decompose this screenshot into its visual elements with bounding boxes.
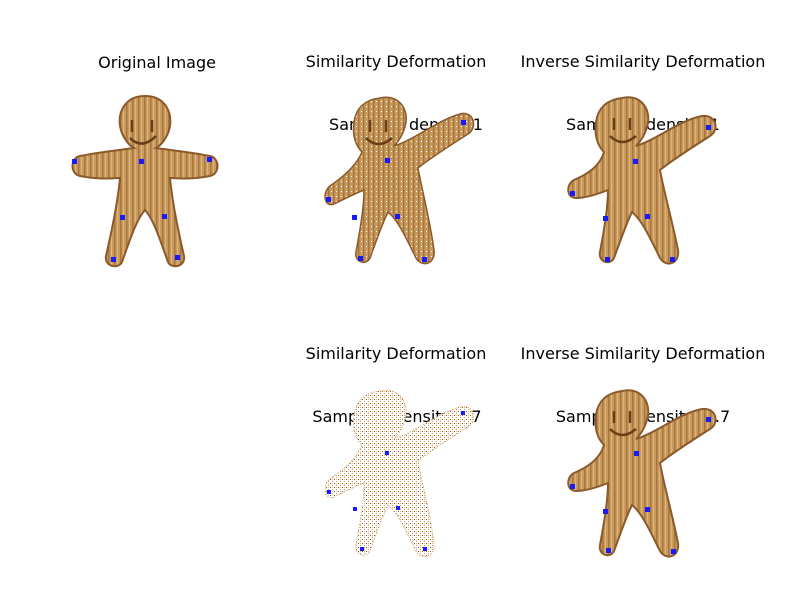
control-points <box>326 120 466 262</box>
title-line-1: Inverse Similarity Deformation <box>520 52 766 71</box>
gingerbread-figure <box>324 389 474 557</box>
title-line-1: Similarity Deformation <box>305 52 487 71</box>
control-point <box>606 548 611 553</box>
control-point <box>353 507 357 511</box>
control-point <box>671 549 676 554</box>
control-point <box>352 215 357 220</box>
title-line: Original Image <box>98 53 216 72</box>
control-point <box>461 120 466 125</box>
control-point <box>706 417 711 422</box>
control-point <box>633 159 638 164</box>
inverse-similarity-deformation-density-1 <box>560 90 725 275</box>
inverse-similarity-deformation-density-07 <box>560 383 725 568</box>
control-point <box>634 451 639 456</box>
control-point <box>120 215 125 220</box>
control-point <box>570 191 575 196</box>
control-point <box>162 214 167 219</box>
control-point <box>175 255 180 260</box>
control-point <box>645 507 650 512</box>
control-points <box>570 125 711 262</box>
control-point <box>423 547 427 551</box>
control-point <box>327 490 331 494</box>
control-point <box>603 509 608 514</box>
control-point <box>422 257 427 262</box>
control-point <box>645 214 650 219</box>
control-point <box>326 197 331 202</box>
control-point <box>396 506 400 510</box>
gingerbread-figure <box>71 94 219 268</box>
control-points <box>72 157 212 262</box>
control-points <box>327 411 465 551</box>
control-point <box>605 257 610 262</box>
control-point <box>139 159 144 164</box>
title-line-1: Similarity Deformation <box>305 344 487 363</box>
control-point <box>358 256 363 261</box>
gingerbread-figure <box>567 96 717 265</box>
control-point <box>385 451 389 455</box>
similarity-deformation-density-07 <box>318 383 483 568</box>
control-point <box>207 157 212 162</box>
control-point <box>706 125 711 130</box>
control-point <box>360 547 364 551</box>
control-point <box>670 257 675 262</box>
control-point <box>72 159 77 164</box>
panel-title-inverse-07: Inverse Similarity Deformation Sampling … <box>493 301 793 448</box>
gingerbread-figure <box>567 389 717 558</box>
control-point <box>603 216 608 221</box>
panel-title-original: Original Image <box>2 31 302 73</box>
control-points <box>570 417 711 554</box>
control-point <box>395 214 400 219</box>
control-point <box>570 484 575 489</box>
control-point <box>461 411 465 415</box>
control-point <box>111 257 116 262</box>
control-point <box>385 158 390 163</box>
panel-title-inverse-1: Inverse Similarity Deformation Sampling … <box>493 9 793 156</box>
similarity-deformation-density-1 <box>318 90 483 275</box>
original-image <box>60 90 230 275</box>
gingerbread-figure <box>324 96 475 265</box>
title-line-1: Inverse Similarity Deformation <box>520 344 766 363</box>
